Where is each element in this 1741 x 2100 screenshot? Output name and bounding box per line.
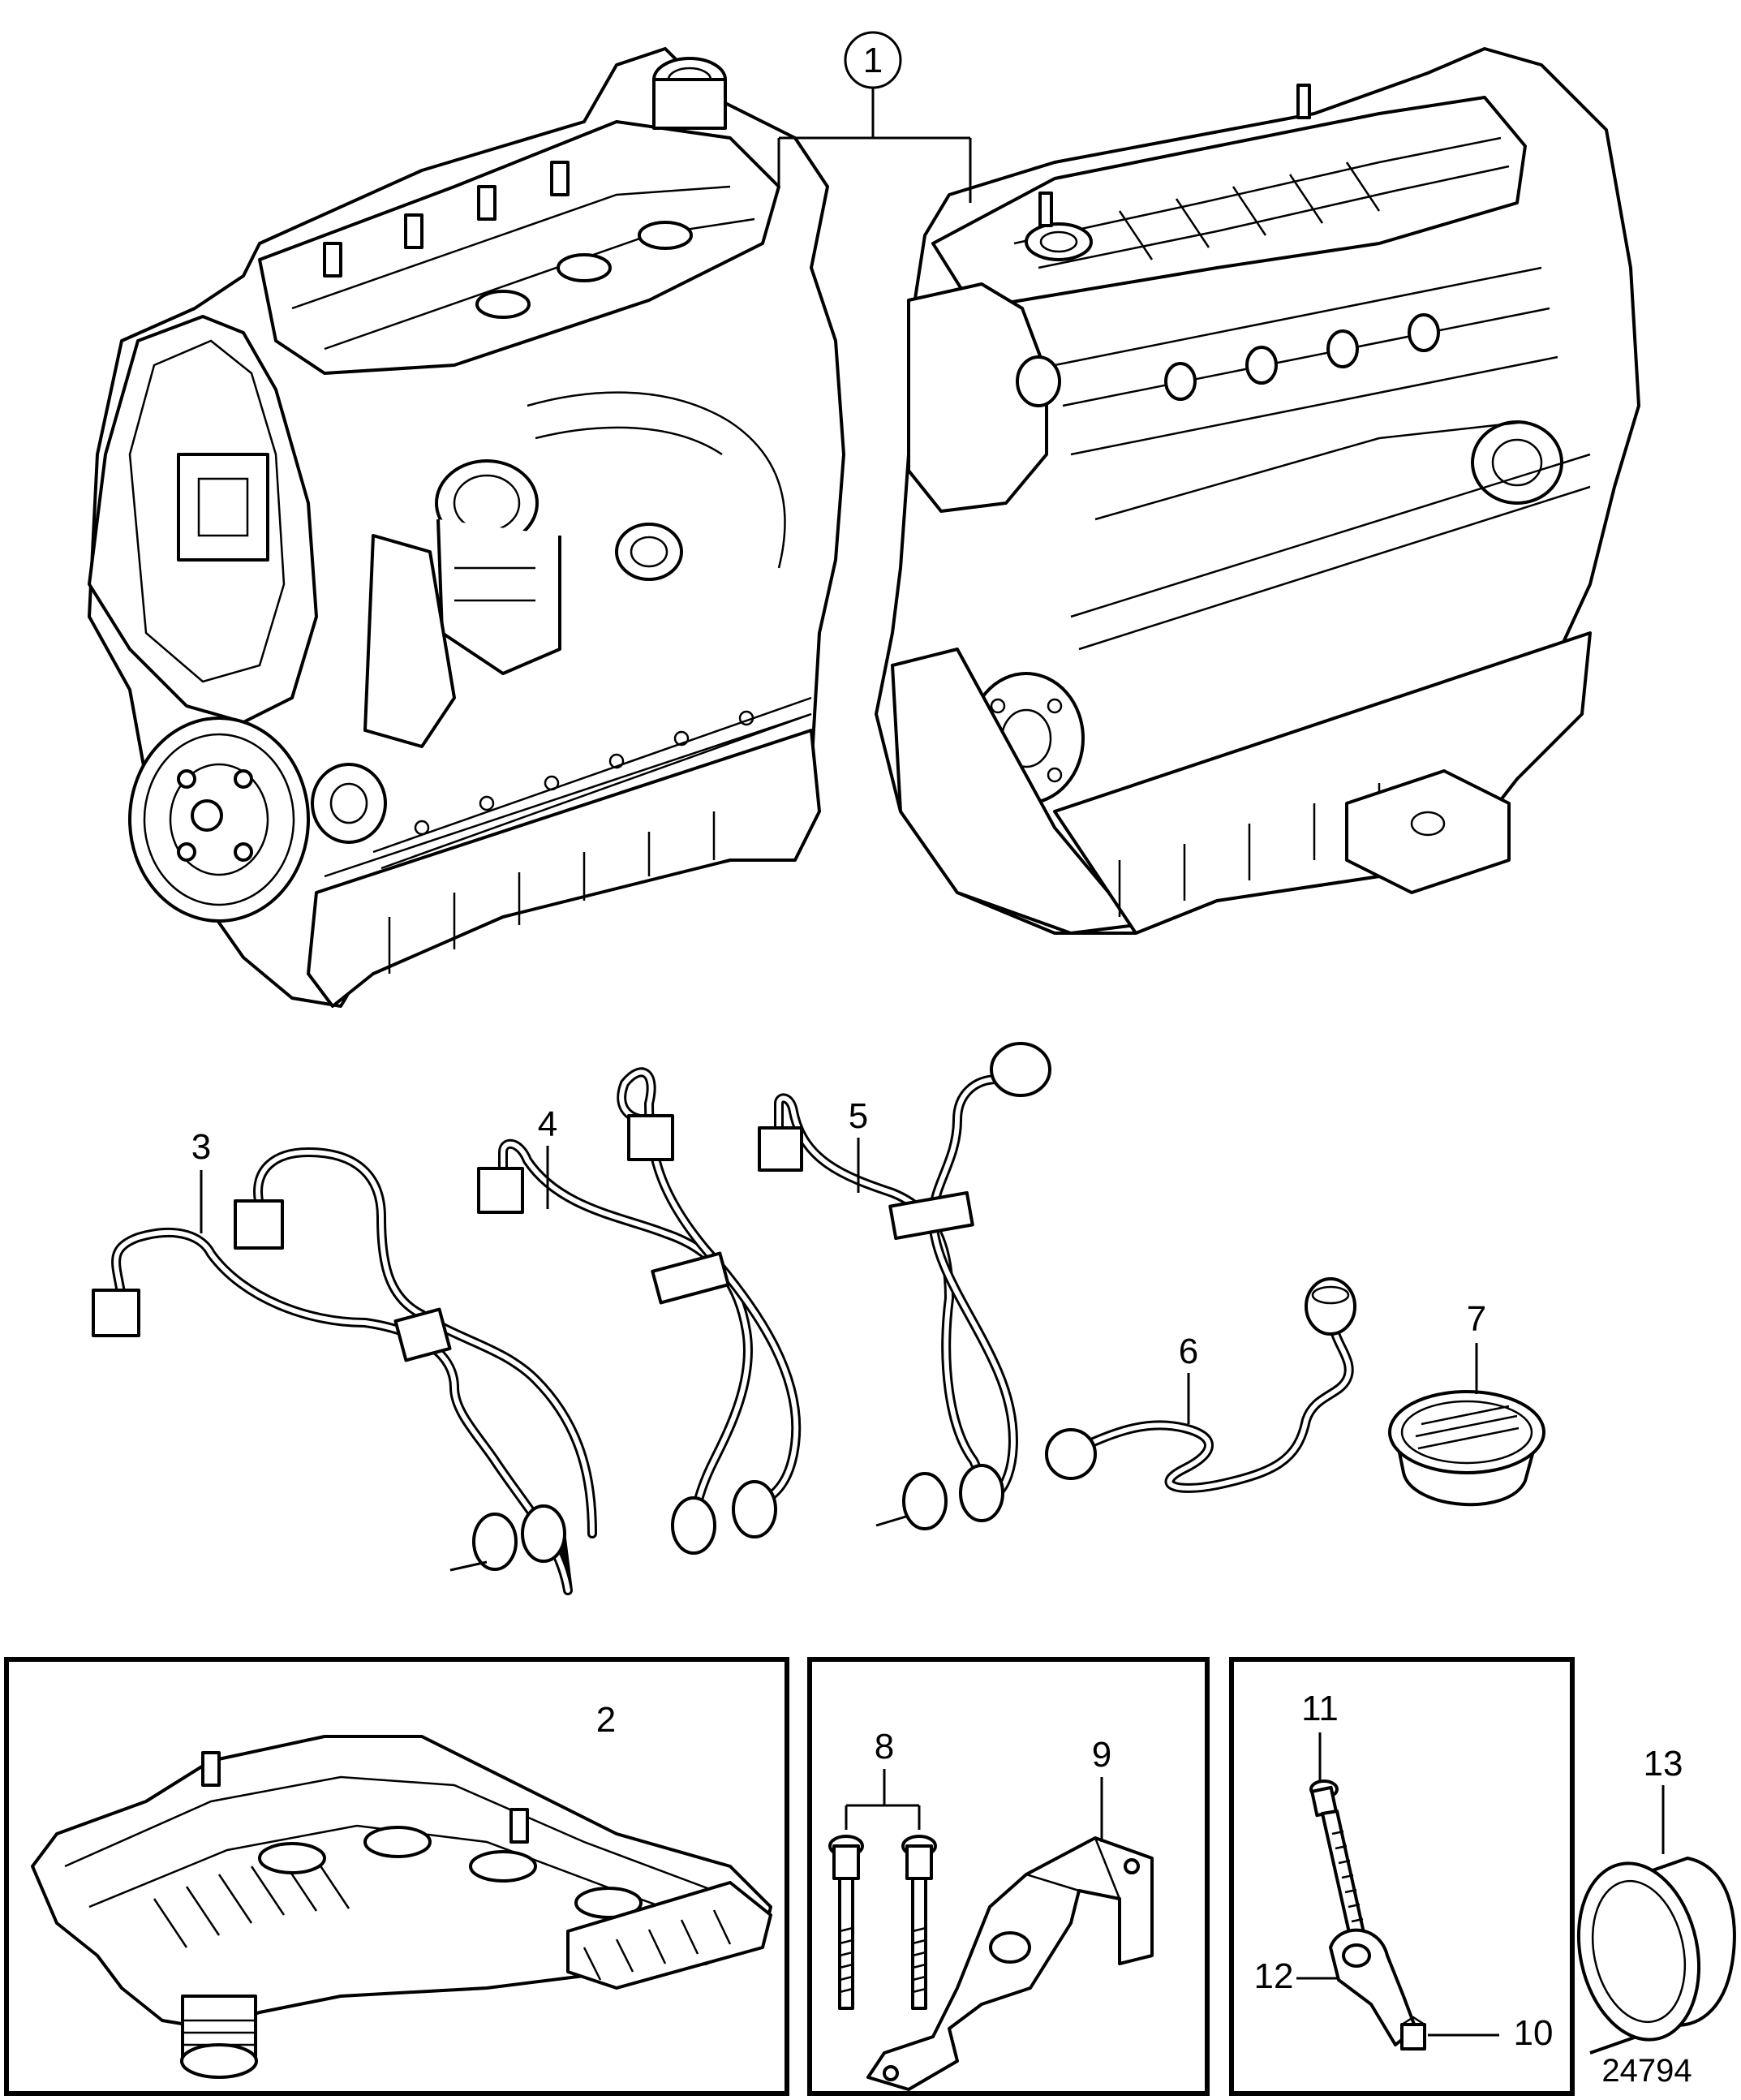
svg-text:1: 1 — [863, 41, 883, 80]
svg-text:7: 7 — [1467, 1299, 1486, 1339]
callout-6: 6 — [1179, 1332, 1198, 1424]
panel-valve-cover — [4, 1657, 789, 2096]
bracket-9 — [866, 1836, 1154, 2091]
svg-text:4: 4 — [538, 1104, 557, 1144]
svg-text:2: 2 — [596, 1700, 616, 1740]
callout-5: 5 — [849, 1096, 868, 1193]
callout-8: 8 — [845, 1727, 921, 1830]
callout-13: 13 — [1644, 1744, 1683, 1854]
callout-3: 3 — [191, 1127, 211, 1233]
svg-text:3: 3 — [191, 1127, 211, 1167]
seal-ring-13 — [1576, 1857, 1736, 2055]
callout-4: 4 — [538, 1104, 557, 1209]
callout-1: 1 — [777, 31, 972, 203]
injection-pipe-6 — [1045, 1277, 1356, 1493]
svg-text:11: 11 — [1301, 1689, 1339, 1728]
svg-text:5: 5 — [849, 1096, 868, 1136]
injection-pipe-5 — [758, 1042, 1051, 1530]
callout-2: 2 — [596, 1700, 616, 1740]
reference-number: 24794 — [1601, 2053, 1692, 2089]
svg-text:13: 13 — [1644, 1744, 1683, 1784]
injection-pipe-3 — [92, 1147, 597, 1595]
svg-text:12: 12 — [1254, 1956, 1294, 1996]
svg-text:8: 8 — [875, 1727, 894, 1766]
callout-9: 9 — [1092, 1735, 1111, 1842]
callout-11: 11 — [1301, 1689, 1339, 1781]
bolt-11 — [1309, 1779, 1369, 1952]
svg-text:10: 10 — [1514, 2013, 1554, 2053]
injection-pipe-4 — [477, 1067, 802, 1555]
oil-filler-cap-7 — [1388, 1390, 1545, 1507]
callout-12: 12 — [1254, 1956, 1337, 1996]
callout-7: 7 — [1467, 1299, 1486, 1394]
engine-right-view — [875, 47, 1640, 935]
svg-text:6: 6 — [1179, 1332, 1198, 1371]
clip-10 — [1400, 2016, 1426, 2051]
bolts-8 — [828, 1835, 937, 2010]
valve-cover-2 — [31, 1735, 772, 2079]
panel-bracket — [807, 1657, 1210, 2096]
panel-sensor-bracket — [1229, 1657, 1575, 2096]
callout-10: 10 — [1428, 2013, 1553, 2053]
svg-text:9: 9 — [1092, 1735, 1111, 1775]
engine-left-view — [88, 47, 845, 1008]
